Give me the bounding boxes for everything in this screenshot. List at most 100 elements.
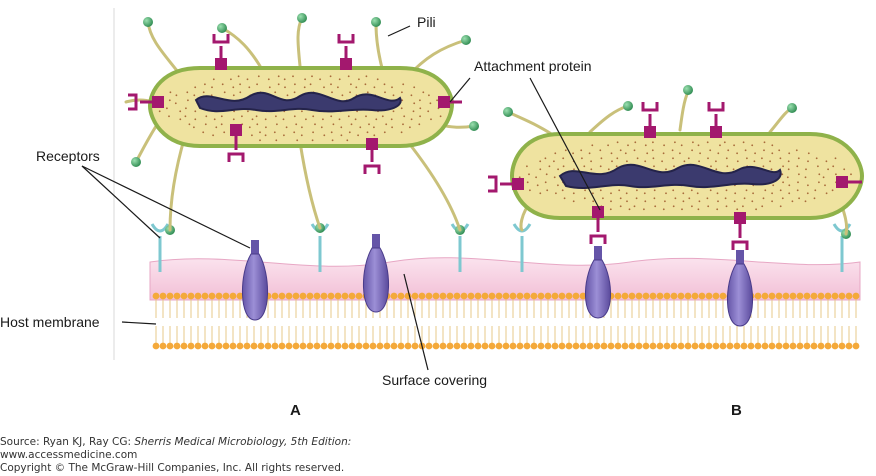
lipid-head — [670, 292, 678, 300]
lipid-head — [705, 292, 713, 300]
lipid-head — [187, 292, 195, 300]
lipid-head — [152, 342, 160, 350]
lipid-head — [173, 292, 181, 300]
lipid-head — [544, 292, 552, 300]
lipid-head — [530, 292, 538, 300]
lipid-head — [649, 342, 657, 350]
lipid-head — [698, 342, 706, 350]
lipid-head — [460, 342, 468, 350]
lipid-head — [677, 342, 685, 350]
lipid-head — [537, 292, 545, 300]
lipid-head — [516, 292, 524, 300]
lipid-head — [544, 342, 552, 350]
lipid-head — [299, 292, 307, 300]
lipid-head — [670, 342, 678, 350]
lipid-head — [313, 292, 321, 300]
lipid-head — [523, 292, 531, 300]
lipid-head — [684, 292, 692, 300]
footer-source: Source: Ryan KJ, Ray CG: Sherris Medical… — [0, 436, 351, 448]
lipid-head — [698, 292, 706, 300]
lipid-head — [341, 292, 349, 300]
lipid-head — [341, 342, 349, 350]
lipid-head — [159, 342, 167, 350]
glycoprotein — [727, 250, 753, 327]
lipid-head — [495, 342, 503, 350]
lipid-head — [789, 342, 797, 350]
lipid-head — [691, 342, 699, 350]
lipid-head — [390, 292, 398, 300]
lipid-head — [481, 342, 489, 350]
lipid-head — [712, 292, 720, 300]
lipid-head — [453, 292, 461, 300]
lipid-head — [600, 342, 608, 350]
lipid-head — [628, 342, 636, 350]
lipid-head — [299, 342, 307, 350]
lipid-head — [565, 342, 573, 350]
lipid-head — [796, 342, 804, 350]
lipid-head — [719, 342, 727, 350]
lipid-head — [201, 292, 209, 300]
lipid-head — [579, 292, 587, 300]
lipid-head — [432, 342, 440, 350]
lipid-head — [579, 342, 587, 350]
lipid-head — [474, 292, 482, 300]
lipid-head — [558, 342, 566, 350]
lipid-head — [656, 292, 664, 300]
lipid-head — [691, 292, 699, 300]
lipid-head — [152, 292, 160, 300]
lipid-head — [278, 342, 286, 350]
lipid-head — [663, 292, 671, 300]
lipid-head — [320, 292, 328, 300]
pilus-tips-b — [503, 85, 797, 117]
lipid-head — [208, 292, 216, 300]
lipid-head — [775, 342, 783, 350]
lipid-head — [810, 292, 818, 300]
lipid-head — [229, 292, 237, 300]
lipid-head — [502, 342, 510, 350]
glycoprotein — [584, 246, 612, 319]
lipid-head — [222, 342, 230, 350]
bacterium-a — [124, 13, 479, 232]
lipid-head — [775, 292, 783, 300]
lipid-head — [166, 342, 174, 350]
lipid-head — [432, 292, 440, 300]
lipid-head — [397, 342, 405, 350]
lipid-head — [173, 342, 181, 350]
nucleoid-a — [194, 91, 402, 113]
lipid-head — [320, 342, 328, 350]
lipid-head — [677, 292, 685, 300]
lipid-head — [292, 342, 300, 350]
receptor — [150, 223, 170, 272]
lipid-head — [628, 292, 636, 300]
pilus-tips-a — [131, 13, 479, 167]
lipid-head — [327, 342, 335, 350]
lipid-head — [838, 342, 846, 350]
lipid-head — [523, 342, 531, 350]
lipid-head — [194, 342, 202, 350]
lipid-head — [397, 292, 405, 300]
lipid-head — [180, 342, 188, 350]
lipid-head — [754, 342, 762, 350]
bacterium-b — [488, 85, 865, 250]
lipid-head — [306, 342, 314, 350]
lipid-head — [376, 342, 384, 350]
lipid-head — [649, 292, 657, 300]
lipid-head — [306, 292, 314, 300]
lipid-head — [593, 342, 601, 350]
glycoproteins-group — [242, 234, 753, 327]
lipid-head — [439, 342, 447, 350]
lipid-head — [761, 342, 769, 350]
lipid-head — [614, 342, 622, 350]
lipid-head — [488, 292, 496, 300]
lipid-head — [285, 292, 293, 300]
footer-source-prefix: Source: Ryan KJ, Ray CG: — [0, 436, 135, 448]
lipid-head — [803, 342, 811, 350]
lipid-head — [845, 292, 853, 300]
lipid-head — [761, 292, 769, 300]
lipid-head — [229, 342, 237, 350]
lipid-head — [383, 342, 391, 350]
lipid-head — [334, 292, 342, 300]
lipid-head — [817, 292, 825, 300]
lipid-head — [460, 292, 468, 300]
lipid-head — [348, 342, 356, 350]
